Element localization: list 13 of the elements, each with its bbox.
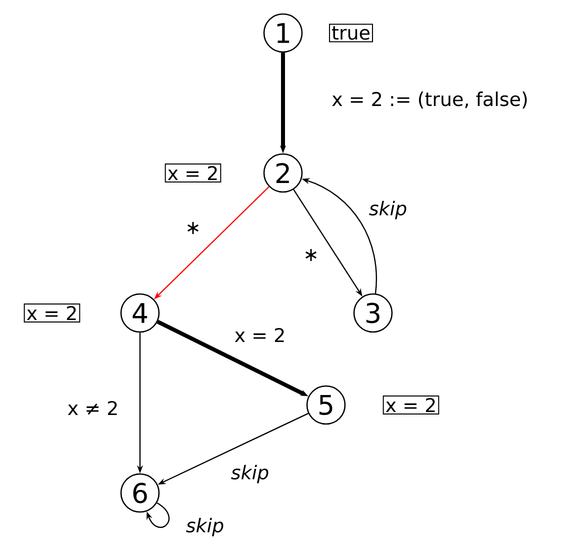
edge-label: x = 2 (233, 326, 287, 344)
boxed-label: true (329, 24, 373, 42)
edge-label: ∗ (302, 248, 320, 262)
edge-label: skip (368, 200, 408, 220)
arrow (146, 502, 170, 528)
edge-label: x = 2 := (true, false) (330, 90, 530, 110)
boxed-label: x = 2 (382, 395, 440, 415)
boxed-label: x = 2 (164, 163, 222, 183)
edge-label: skip (184, 516, 226, 538)
edge-label: skip (230, 464, 270, 484)
edge-label: ∗ (184, 221, 202, 235)
edge-label: x ≠ 2 (66, 400, 120, 416)
boxed-label: x = 2 (24, 303, 80, 323)
